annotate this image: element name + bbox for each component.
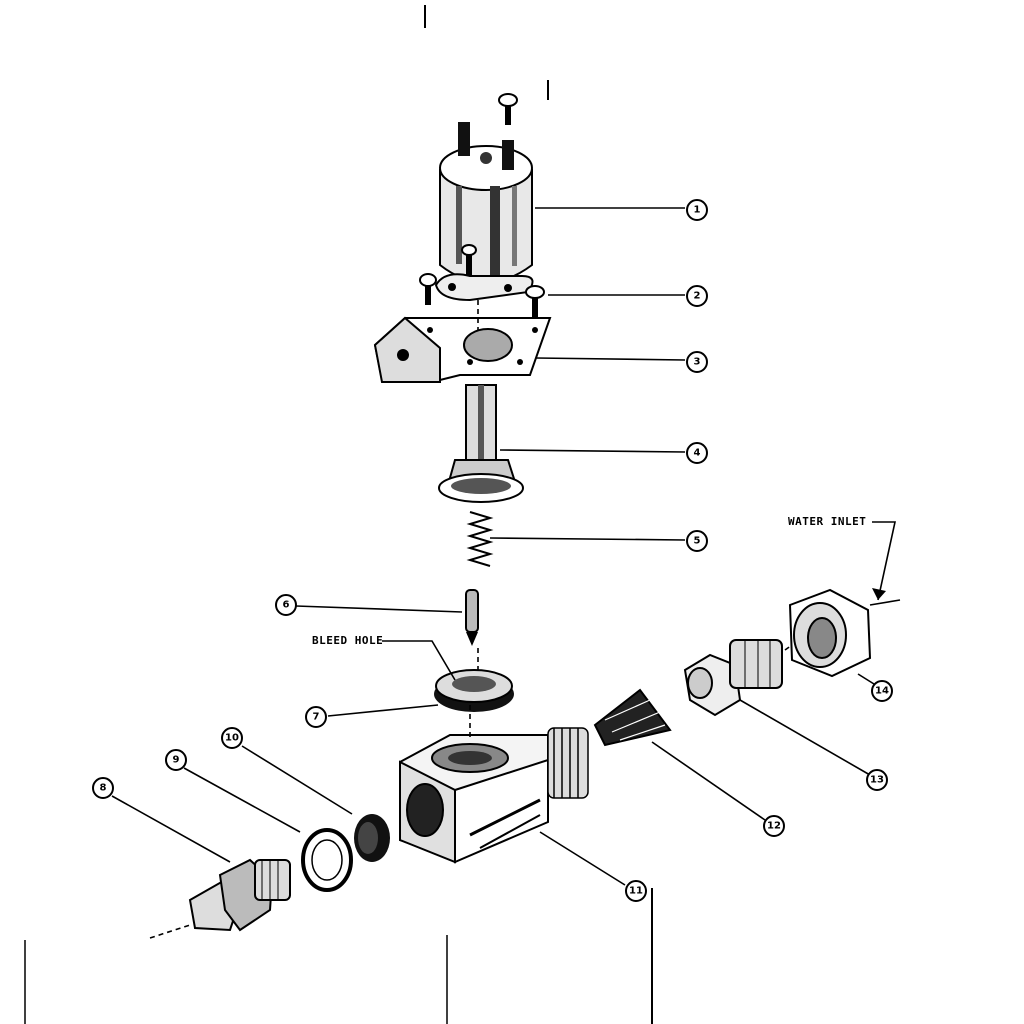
- callout-4: 4: [686, 442, 708, 464]
- svg-text:2: 2: [694, 291, 701, 302]
- callout-10: 10: [221, 727, 243, 749]
- valve-body: [399, 727, 589, 864]
- callout-3: 3: [686, 351, 708, 373]
- callout-9: 9: [165, 749, 187, 771]
- svg-text:11: 11: [629, 886, 643, 897]
- plunger-pin: [465, 589, 479, 646]
- callouts: 1 2 3 4 5 6 7 8 9 10 11 12 13 14: [92, 199, 893, 902]
- svg-text:4: 4: [694, 448, 701, 459]
- solenoid-coil: [434, 93, 534, 302]
- svg-text:8: 8: [100, 783, 107, 794]
- svg-text:6: 6: [283, 600, 290, 611]
- mounting-bracket: [373, 316, 552, 383]
- svg-text:7: 7: [313, 712, 320, 723]
- svg-text:3: 3: [694, 357, 701, 368]
- svg-text:12: 12: [767, 821, 781, 832]
- callout-2: 2: [686, 285, 708, 307]
- callout-5: 5: [686, 530, 708, 552]
- callout-11: 11: [625, 880, 647, 902]
- callout-7: 7: [305, 706, 327, 728]
- svg-text:14: 14: [875, 686, 889, 697]
- coupling-nut: [788, 588, 872, 678]
- bleed-hole-label: BLEED HOLE: [312, 634, 383, 647]
- filter-washer: [354, 814, 390, 862]
- callout-14: 14: [871, 680, 893, 702]
- gasket-ring: [301, 828, 353, 892]
- callout-13: 13: [866, 769, 888, 791]
- mounting-screws: [419, 273, 545, 317]
- callout-8: 8: [92, 777, 114, 799]
- callout-1: 1: [686, 199, 708, 221]
- compression-nut: [683, 639, 783, 717]
- plunger-tube: [438, 384, 524, 503]
- svg-text:1: 1: [694, 205, 701, 216]
- svg-text:9: 9: [173, 755, 180, 766]
- svg-text:13: 13: [870, 775, 884, 786]
- svg-text:10: 10: [225, 733, 239, 744]
- callout-6: 6: [275, 594, 297, 616]
- callout-12: 12: [763, 815, 785, 837]
- cone-strainer: [593, 688, 672, 747]
- spring: [466, 511, 494, 567]
- outlet-fitting: [188, 858, 291, 932]
- water-inlet-label: WATER INLET: [788, 515, 866, 528]
- diaphragm: [434, 669, 514, 712]
- svg-text:5: 5: [694, 536, 701, 547]
